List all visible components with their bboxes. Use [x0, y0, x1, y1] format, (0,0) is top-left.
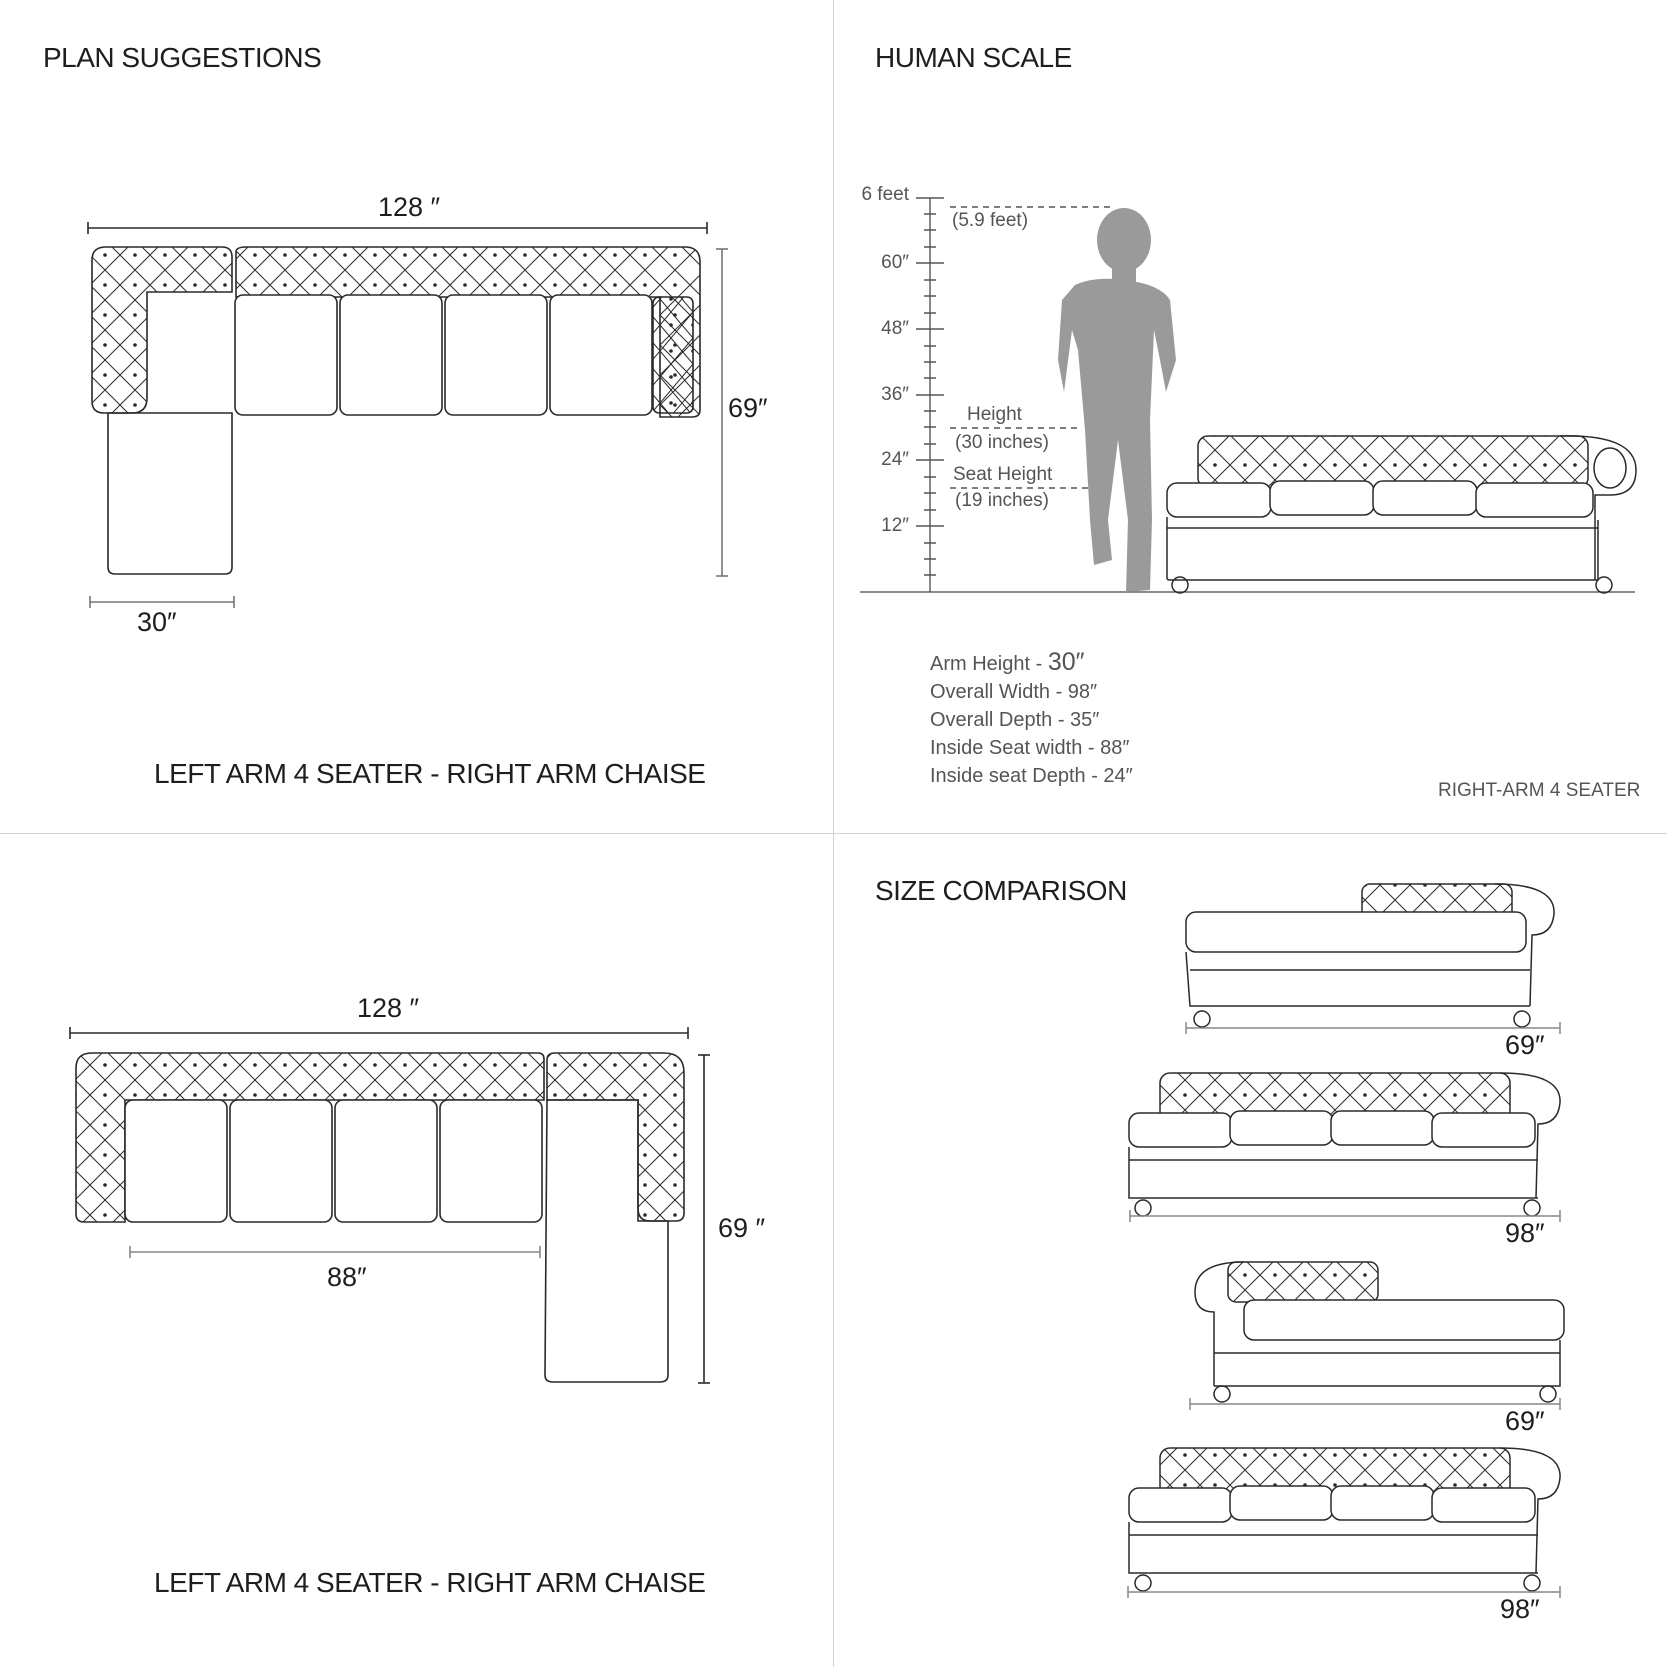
human-scale-drawing [860, 197, 1635, 593]
seat-height-label: Seat Height [953, 464, 1053, 485]
spec-overall-depth: Overall Depth - 35″ [930, 709, 1100, 731]
plan-bottom-seat-width-label: 88″ [327, 1262, 367, 1292]
spec-inside-seat-depth: Inside seat Depth - 24″ [930, 765, 1133, 787]
plan-top-caption: LEFT ARM 4 SEATER - RIGHT ARM CHAISE [154, 758, 706, 789]
plan-top-depth-label: 69″ [728, 393, 768, 423]
person-silhouette [1058, 208, 1176, 592]
human-scale-sofa [1166, 435, 1637, 594]
comparison-label-4: 98″ [1500, 1594, 1540, 1624]
ruler-tick-48: 48″ [881, 318, 909, 339]
plan-bottom-drawing [69, 1027, 710, 1384]
seat-height-value: (19 inches) [955, 490, 1049, 511]
spec-arm-height-label: Arm Height - [930, 653, 1048, 675]
spec-arm-height-value: 30″ [1047, 648, 1085, 676]
comparison-label-3: 69″ [1505, 1406, 1545, 1436]
ruler-tick-60: 60″ [881, 252, 909, 273]
comparison-sofa-1 [1185, 883, 1561, 1034]
plan-bottom-caption: LEFT ARM 4 SEATER - RIGHT ARM CHAISE [154, 1567, 706, 1598]
human-scale-model-label: RIGHT-ARM 4 SEATER [1438, 780, 1641, 801]
plan-top-drawing [87, 222, 728, 608]
plan-bottom-depth-label: 69 ″ [718, 1213, 766, 1243]
arm-height-value: (30 inches) [955, 432, 1049, 453]
plan-top-width-label: 128 ″ [378, 192, 441, 222]
size-comparison-title: SIZE COMPARISON [875, 875, 1127, 906]
comparison-sofa-4 [1127, 1447, 1561, 1598]
spec-overall-width: Overall Width - 98″ [930, 681, 1098, 703]
spec-inside-seat-width: Inside Seat width - 88″ [930, 737, 1130, 759]
ruler-tick-24: 24″ [881, 449, 909, 470]
human-scale-title: HUMAN SCALE [875, 42, 1072, 73]
plan-suggestions-title: PLAN SUGGESTIONS [43, 42, 322, 73]
comparison-label-2: 98″ [1505, 1218, 1545, 1248]
ruler-tick-6ft: 6 feet [861, 184, 909, 205]
horizontal-divider [0, 833, 1667, 834]
person-height-label: (5.9 feet) [952, 210, 1029, 231]
plan-top-chaise-width-label: 30″ [137, 607, 177, 637]
spec-arm-height: Arm Height - 30″ [930, 648, 1133, 678]
plan-bottom-width-label: 128 ″ [357, 993, 420, 1023]
ruler-tick-36: 36″ [881, 384, 909, 405]
comparison-sofa-3 [1189, 1261, 1565, 1410]
arm-height-label: Height [967, 404, 1022, 425]
ruler-tick-12: 12″ [881, 515, 909, 536]
spec-list: Arm Height - 30″ Overall Width - 98″ Ove… [930, 648, 1133, 790]
comparison-label-1: 69″ [1505, 1030, 1545, 1060]
comparison-sofa-2 [1128, 1072, 1561, 1222]
